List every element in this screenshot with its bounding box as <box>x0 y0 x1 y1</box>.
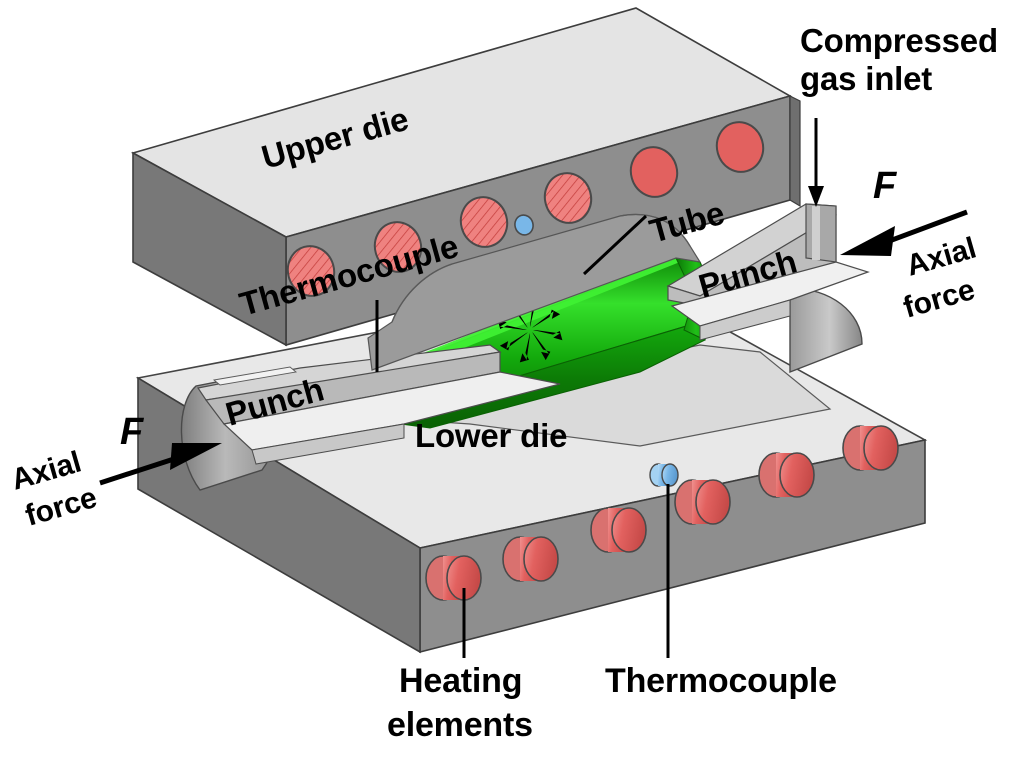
gas-inlet-arrow-head <box>808 186 824 207</box>
gas-inlet-label-line1: Compressed <box>800 22 998 59</box>
heating-element-lower-5 <box>758 452 815 498</box>
lower-die-label: Lower die <box>415 417 568 454</box>
heating-hole-upper-6 <box>715 121 765 173</box>
upper-die-cavity-arc-left <box>391 263 453 323</box>
heating-hole-upper-2 <box>373 221 423 273</box>
force-symbol-right: F <box>873 165 897 207</box>
left-punch <box>180 344 561 491</box>
heating-element-lower-2 <box>502 536 559 582</box>
axial-force-arrow-left-head <box>170 443 222 470</box>
thermocouple-hole-upper <box>514 214 534 236</box>
axial-force-arrow-right-head <box>840 226 895 256</box>
upper-die-cavity-arc-right <box>619 213 691 247</box>
gas-inlet-label-line2: gas inlet <box>800 60 933 97</box>
upper-die-cavity <box>367 213 702 371</box>
heating-hole-upper-3 <box>459 196 509 248</box>
force-symbol-left: F <box>120 411 144 453</box>
heating-element-lower-1 <box>425 555 482 601</box>
right-punch-flange <box>670 261 870 327</box>
right-punch-cylinder-boss <box>789 287 863 374</box>
leader-tube <box>582 214 648 276</box>
gas-inlet-arrow <box>808 118 824 207</box>
thermocouple-bottom-label: Thermocouple <box>605 662 837 700</box>
right-punch-flange-edge <box>699 299 791 341</box>
leader-lines <box>375 214 670 658</box>
left-punch-flange <box>222 371 561 451</box>
axial-force-arrow-right-shaft <box>883 209 968 246</box>
right-punch <box>666 203 870 374</box>
heating-hole-upper-1 <box>286 245 336 297</box>
upper-die-left-face <box>132 151 287 347</box>
heating-element-lower-7 <box>891 415 919 453</box>
lower-die-heating-elements <box>425 415 919 601</box>
left-punch-top-sliver <box>212 366 298 386</box>
thermocouple-element-lower <box>649 463 679 487</box>
heating-element-lower-6 <box>842 425 899 471</box>
heating-hole-upper-4 <box>543 172 593 224</box>
axial-force-arrow-right <box>840 209 968 256</box>
heating-elements-label-line2: elements <box>387 706 533 744</box>
upper-die-heating-holes <box>286 121 765 297</box>
axial-force-arrow-left <box>99 443 222 486</box>
right-punch-head <box>805 203 837 263</box>
heating-element-lower-4 <box>674 479 731 525</box>
right-punch-head-highlight <box>812 206 820 260</box>
heating-elements-label-line1: Heating <box>399 662 523 700</box>
left-punch-flange-edge <box>251 423 405 465</box>
heating-element-lower-3 <box>590 507 647 553</box>
axial-force-arrow-left-shaft <box>99 454 181 486</box>
upper-die-right-face <box>789 95 801 208</box>
heating-hole-upper-5 <box>629 146 679 198</box>
